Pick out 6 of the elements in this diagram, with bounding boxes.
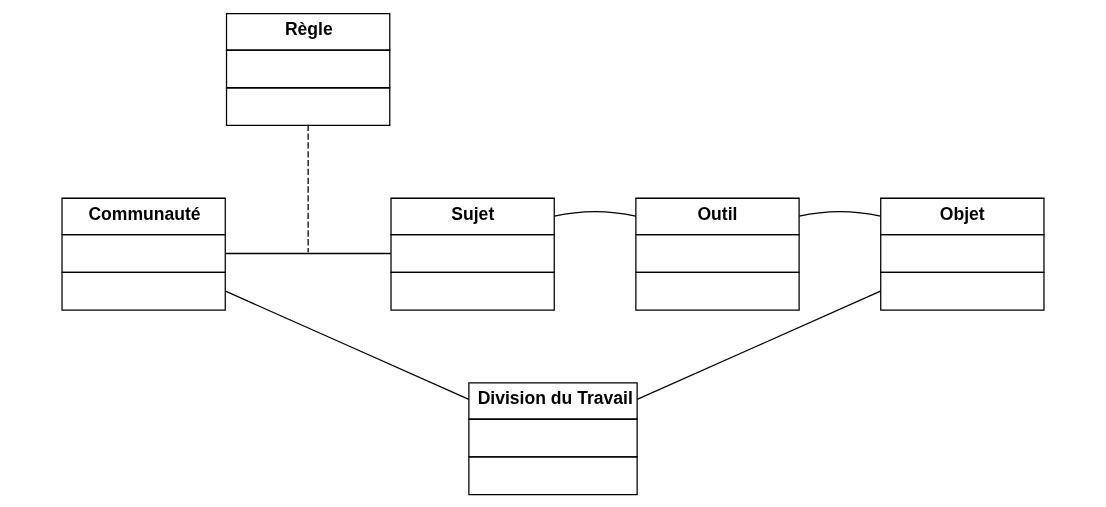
connector [798,210,882,217]
connector [553,210,637,217]
connector [636,290,882,400]
connector [307,124,309,253]
connector [224,290,470,400]
connector [224,252,392,255]
